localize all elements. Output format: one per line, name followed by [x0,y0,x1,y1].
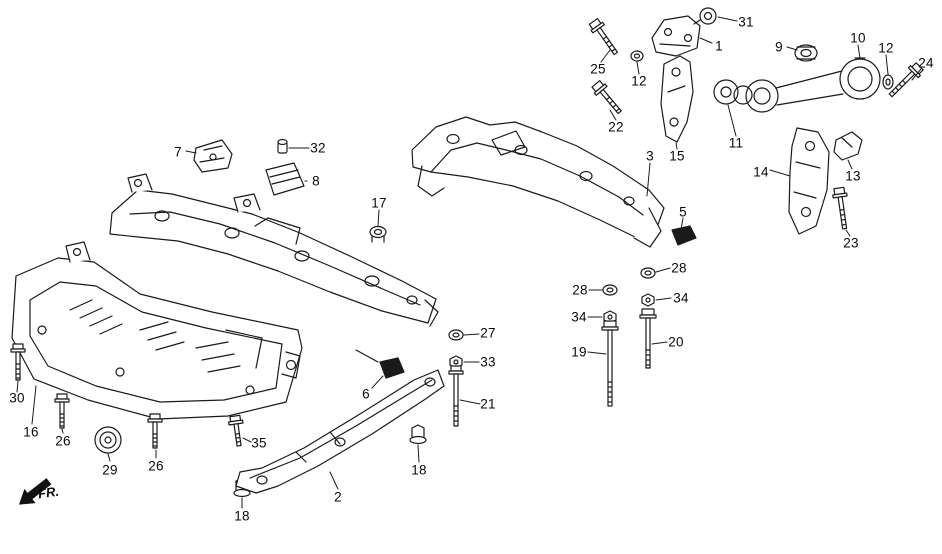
callout-22[interactable]: 22 [608,119,624,135]
part-skid-plate-16 [11,241,303,420]
part-bracket-14 [788,127,830,235]
callout-8[interactable]: 8 [312,173,320,189]
part-bolt-35 [228,414,244,447]
part-washer-12-left [630,50,644,62]
part-washer-28-left [602,284,618,296]
callout-27[interactable]: 27 [480,325,496,341]
callout-35[interactable]: 35 [251,435,267,451]
callout-1[interactable]: 1 [715,38,723,54]
part-bushing-11 [713,79,753,105]
callout-15[interactable]: 15 [669,148,685,164]
part-stud-32 [277,138,288,154]
callout-23[interactable]: 23 [843,235,859,251]
part-bracket-5 [671,225,697,246]
callout-13[interactable]: 13 [845,168,861,184]
callout-18-right[interactable]: 18 [411,462,427,478]
part-nut-18-right [409,424,427,445]
callout-33[interactable]: 33 [480,354,496,370]
callout-3[interactable]: 3 [646,148,654,164]
callout-12-left[interactable]: 12 [631,73,647,89]
callout-10[interactable]: 10 [850,30,866,46]
callout-20[interactable]: 20 [668,334,684,350]
part-nut-17 [369,225,387,243]
part-bolt-20 [639,308,657,369]
part-washer-28-right [640,267,656,279]
callout-34-right[interactable]: 34 [673,290,689,306]
callout-34-left[interactable]: 34 [571,309,587,325]
callout-11[interactable]: 11 [728,135,744,151]
part-bolt-25 [588,17,619,56]
callout-24[interactable]: 24 [918,55,934,71]
callout-12-right[interactable]: 12 [878,40,894,56]
callout-21[interactable]: 21 [480,396,496,412]
callout-7[interactable]: 7 [174,144,182,160]
callout-30[interactable]: 30 [9,390,25,406]
part-lower-bar-2 [235,369,445,494]
part-front-beam [109,173,439,327]
fr-arrow [18,478,52,505]
part-rear-beam-3 [411,116,665,248]
callout-25[interactable]: 25 [590,61,606,77]
fr-label: FR. [37,483,60,502]
part-bolt-23 [832,186,848,230]
callout-28-right[interactable]: 28 [671,260,687,276]
callout-26-a[interactable]: 26 [55,433,71,449]
callout-2[interactable]: 2 [334,489,342,505]
callout-28-left[interactable]: 28 [572,282,588,298]
callout-17[interactable]: 17 [371,195,387,211]
part-clamp-13 [833,131,863,161]
leader-lines [16,16,922,509]
part-bolt-24 [888,62,924,98]
part-bushing-9 [794,44,818,62]
part-bracket-1 [651,15,701,57]
part-bolt-26b [147,413,163,449]
callout-18-bottom[interactable]: 18 [234,508,250,524]
part-washer-27 [448,329,464,341]
part-bolt-21 [448,365,464,427]
part-bracket-15 [660,55,694,143]
part-bolt-26a [54,393,70,429]
part-mount-6 [355,349,405,379]
callout-19[interactable]: 19 [571,344,587,360]
part-bolt-19 [601,320,619,407]
callout-5[interactable]: 5 [679,204,687,220]
part-grommet-29 [94,426,122,454]
part-bracket-7 [193,139,233,173]
callout-6[interactable]: 6 [362,386,370,402]
part-mount-8 [265,162,305,196]
callout-31[interactable]: 31 [738,14,754,30]
callout-26-b[interactable]: 26 [148,458,164,474]
callout-9[interactable]: 9 [775,39,783,55]
part-washer-12-right [882,74,894,90]
part-bolt-30 [10,343,26,381]
callout-29[interactable]: 29 [102,462,118,478]
callout-14[interactable]: 14 [753,164,769,180]
callout-16[interactable]: 16 [23,424,39,440]
part-torque-rod-10 [745,57,881,113]
part-nut-34-left [603,310,617,324]
part-bushing-31 [693,7,717,25]
part-bolt-22 [591,80,622,115]
callout-32[interactable]: 32 [310,140,326,156]
part-nut-33 [449,355,463,369]
part-nut-34-right [641,293,655,307]
